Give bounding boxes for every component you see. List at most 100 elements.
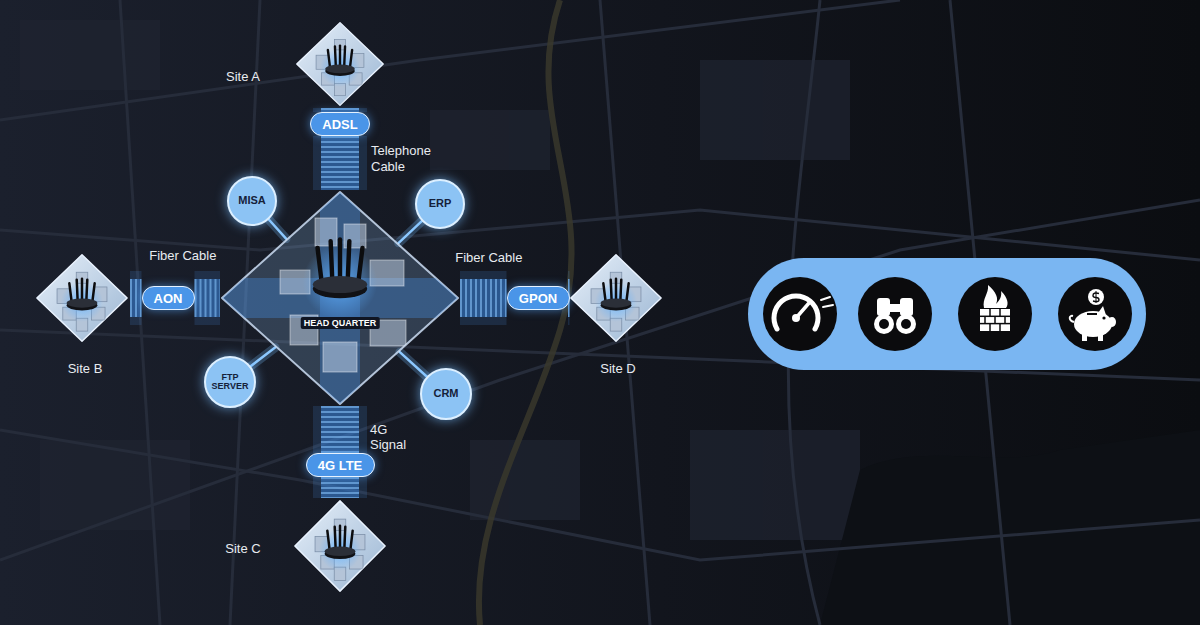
headquarter-hub: HEAD QUARTER	[220, 190, 460, 406]
map-blocks-part	[700, 60, 850, 160]
piggy-bank-icon-part	[1082, 332, 1087, 341]
link-type-label: ADSL	[322, 118, 357, 131]
router-antenna	[350, 50, 352, 68]
piggy-bank-icon-part	[1102, 316, 1105, 319]
service-circle: MISA	[227, 176, 277, 226]
binoculars-icon-part	[874, 314, 894, 334]
firewall-icon-part	[980, 309, 1010, 331]
connector-group	[399, 221, 422, 243]
binoculars-icon-part	[896, 314, 916, 334]
connector-label: 4G Signal	[370, 422, 418, 453]
beam-stripes	[321, 136, 359, 190]
router-antenna	[327, 531, 329, 550]
link-type-label: GPON	[519, 292, 557, 305]
router-antenna	[619, 280, 622, 302]
link-type-pill: GPON	[507, 286, 570, 310]
router-antenna	[348, 241, 350, 282]
feature-panel-bg	[748, 258, 1146, 370]
binoculars-icon-part	[901, 319, 911, 329]
beam-glow	[195, 271, 221, 325]
site-buildings	[316, 39, 364, 95]
service-label: CRM	[433, 388, 458, 400]
map-blocks-part	[470, 440, 580, 520]
map-blocks-part	[690, 430, 860, 540]
speedometer-icon-part	[821, 297, 830, 300]
router-antenna	[338, 240, 342, 283]
site-illustration	[294, 20, 386, 108]
piggy-bank-icon-part	[1074, 311, 1112, 337]
hub-illustration	[220, 190, 460, 406]
router-antenna	[350, 531, 352, 550]
router-antenna	[334, 46, 337, 67]
site-buildings	[591, 272, 641, 331]
link-beam	[195, 279, 221, 317]
router-top	[313, 276, 367, 293]
firewall-icon-part	[980, 309, 1010, 331]
service-ray	[399, 221, 422, 243]
piggy-bank-icon-part	[1096, 291, 1097, 303]
map-roads-part	[120, 0, 160, 625]
ray-glow	[251, 348, 275, 367]
router-antenna	[603, 283, 605, 301]
router-antenna	[331, 241, 333, 282]
link-type-pill: ADSL	[310, 112, 370, 136]
piggy-bank-icon-part	[1098, 332, 1103, 341]
router-antenna	[85, 280, 88, 302]
firewall-icon-part-part	[1004, 316, 1006, 323]
map-roads-part	[0, 0, 900, 120]
service-ray	[269, 220, 286, 239]
connector-group	[340, 477, 341, 498]
piggy-bank-icon	[1070, 289, 1116, 341]
link-beam	[321, 136, 359, 190]
icon-disc	[1058, 277, 1132, 351]
site-buildings	[315, 519, 365, 580]
beam-stripes	[130, 279, 142, 317]
router-antenna	[343, 527, 346, 550]
binoculars-icon-part	[889, 304, 901, 312]
service-label: ERP	[429, 198, 452, 210]
site-plot	[297, 23, 383, 106]
router-antenna	[81, 279, 83, 302]
router-icon	[303, 240, 378, 320]
link-beam	[460, 279, 507, 317]
router-antenna	[609, 280, 612, 302]
link-beam	[130, 279, 142, 317]
site-label: Site D	[600, 361, 635, 376]
service-circle: ERP	[415, 179, 465, 229]
router-icon	[61, 279, 103, 322]
link-beam	[321, 477, 359, 498]
ray-glow	[400, 352, 427, 376]
connector-group	[195, 298, 221, 299]
router-antenna	[339, 46, 341, 68]
hub-label: HEAD QUARTER	[301, 317, 380, 329]
service-circle: FTP SERVER	[204, 356, 256, 408]
firewall-icon-part-part	[989, 309, 991, 316]
router-antenna	[615, 279, 617, 302]
service-label: MISA	[238, 195, 266, 207]
site-building: Site B	[34, 252, 130, 344]
binoculars-icon-part	[877, 298, 890, 316]
binoculars-icon-part	[900, 298, 913, 316]
beam-stripes	[321, 406, 359, 453]
router-top	[325, 64, 354, 73]
site-building: Site A	[294, 20, 386, 108]
beam-glow	[460, 271, 507, 325]
site-buildings	[57, 272, 107, 331]
connector-group	[400, 352, 427, 376]
router-antenna	[333, 527, 336, 550]
firewall-icon	[980, 285, 1010, 331]
firewall-icon-part	[984, 285, 1008, 308]
ray-glow	[399, 221, 422, 243]
link-type-pill: AON	[142, 286, 195, 310]
ray-glow	[269, 220, 286, 239]
icon-disc	[958, 277, 1032, 351]
site-plot	[571, 255, 661, 341]
feature-panel	[748, 258, 1146, 370]
site-label: Site B	[68, 361, 103, 376]
map-blocks-part	[20, 20, 160, 90]
site-illustration	[568, 252, 664, 344]
connector-label: Fiber Cable	[149, 248, 216, 264]
hub-interior	[220, 190, 460, 406]
binoculars-icon-part	[879, 319, 889, 329]
